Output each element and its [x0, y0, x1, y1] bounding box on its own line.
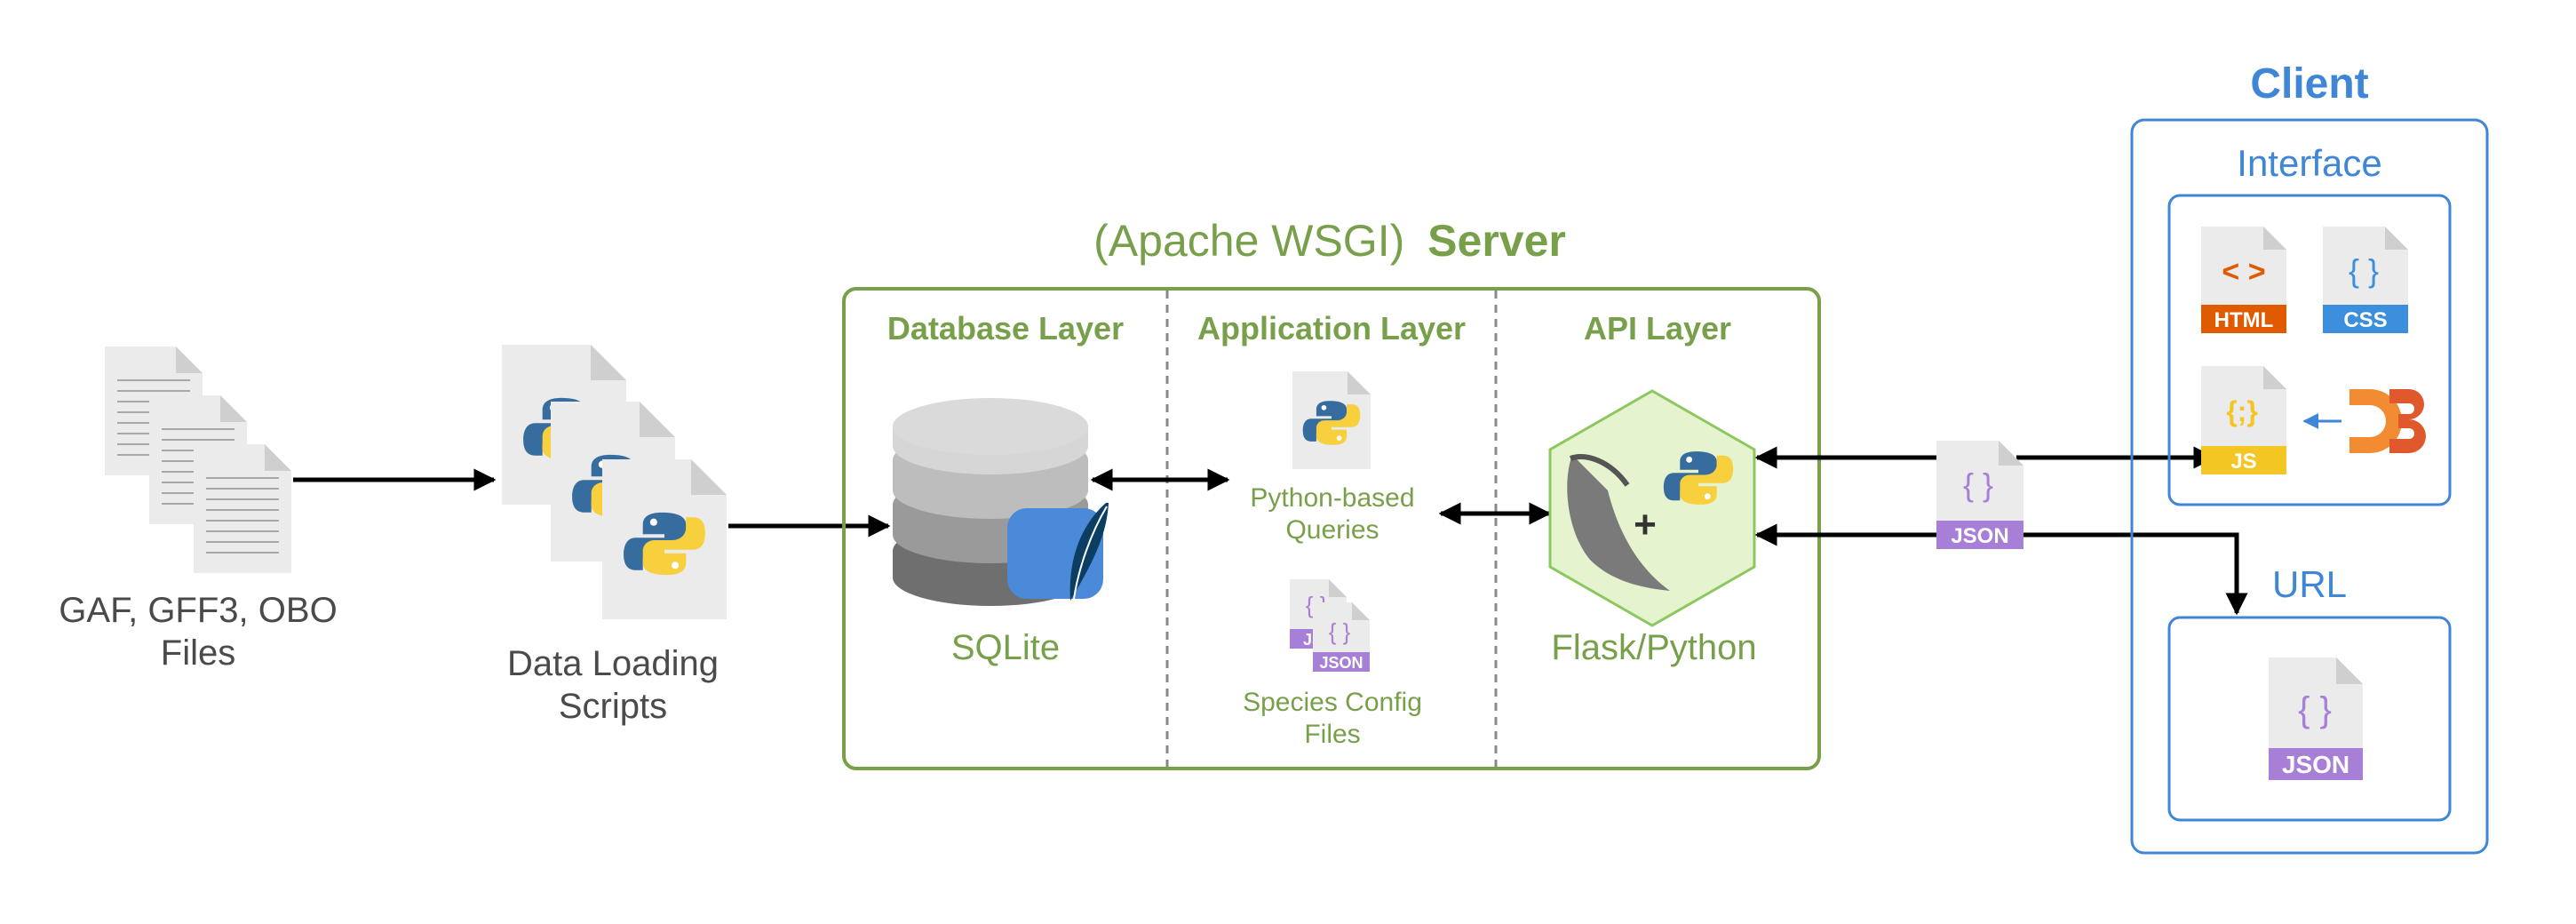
- svg-text:{ }: { }: [2349, 252, 2379, 289]
- api-layer-heading: API Layer: [1584, 310, 1731, 346]
- svg-text:+: +: [1634, 503, 1657, 546]
- svg-text:JSON: JSON: [1319, 654, 1363, 672]
- source-files-label-line2: Files: [161, 633, 235, 673]
- svg-text:{;}: {;}: [2226, 395, 2258, 427]
- json-file-icon: { } JSON: [2269, 657, 2363, 780]
- source-files-label: GAF, GFF3, OBO: [59, 591, 337, 630]
- svg-text:HTML: HTML: [2214, 308, 2274, 332]
- js-file-icon: {;} JS: [2201, 366, 2286, 474]
- client-box: [2130, 118, 2489, 855]
- scripts-label-line2: Scripts: [559, 687, 667, 726]
- config-files-icon: { } JS { } JSON: [1290, 579, 1370, 672]
- source-files-icon: [105, 346, 291, 573]
- arrow-json-to-url: [2016, 532, 2248, 616]
- config-files-label-line2: Files: [1304, 720, 1360, 749]
- database-layer-heading: Database Layer: [887, 310, 1124, 346]
- config-files-label: Species Config: [1243, 688, 1422, 717]
- svg-text:JSON: JSON: [2282, 751, 2349, 778]
- queries-label: Python-based: [1250, 483, 1414, 513]
- queries-label-line2: Queries: [1285, 515, 1379, 545]
- json-file-icon: { } JSON: [1936, 441, 2023, 549]
- svg-text:{ }: { }: [1963, 466, 1993, 503]
- python-scripts-icon: [502, 345, 727, 619]
- application-layer-heading: Application Layer: [1197, 310, 1466, 346]
- css-file-icon: { } CSS: [2323, 227, 2408, 333]
- svg-text:< >: < >: [2222, 255, 2265, 289]
- svg-text:CSS: CSS: [2343, 308, 2387, 332]
- svg-text:{ }: { }: [2298, 690, 2332, 729]
- server-title: (Apache WSGI) Server: [1093, 216, 1566, 266]
- html-file-icon: < > HTML: [2201, 227, 2286, 333]
- svg-text:JSON: JSON: [1951, 524, 2008, 548]
- flask-python-label: Flask/Python: [1551, 628, 1756, 667]
- url-box: [2167, 616, 2452, 822]
- d3-logo-icon: [2349, 389, 2426, 453]
- sqlite-feather-icon: [1007, 503, 1109, 601]
- sqlite-label: SQLite: [951, 628, 1060, 667]
- interface-box: [2167, 194, 2452, 506]
- flask-python-icon: +: [1548, 389, 1756, 627]
- server-box: [842, 287, 1821, 770]
- client-title: Client: [2250, 60, 2368, 108]
- python-file-icon: [1292, 371, 1371, 469]
- svg-text:JS: JS: [2230, 450, 2256, 474]
- url-title: URL: [2272, 563, 2347, 605]
- svg-text:{ }: { }: [1329, 618, 1351, 645]
- interface-title: Interface: [2237, 142, 2381, 184]
- scripts-label: Data Loading: [507, 644, 719, 683]
